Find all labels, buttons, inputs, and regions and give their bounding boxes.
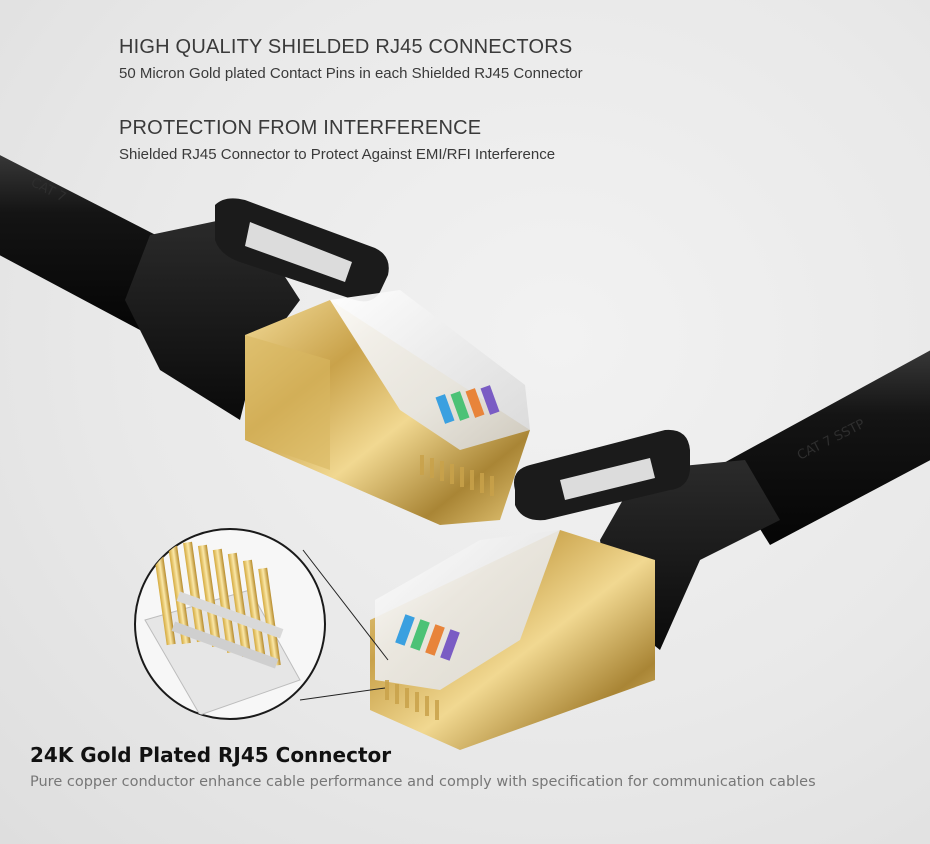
feature-heading: HIGH QUALITY SHIELDED RJ45 CONNECTORS [119,36,573,58]
feature-shielded-connectors: HIGH QUALITY SHIELDED RJ45 CONNECTORS 50… [119,36,583,82]
gold-pins [153,541,284,669]
feature-heading: PROTECTION FROM INTERFERENCE [119,117,482,139]
gold-plated-section: 24K Gold Plated RJ45 Connector Pure copp… [30,743,816,790]
feature-interference-protection: PROTECTION FROM INTERFERENCE Shielded RJ… [119,117,555,163]
gold-section-title: 24K Gold Plated RJ45 Connector [30,743,392,767]
lower-rj45-connector [370,429,780,750]
upper-rj45-connector [125,198,530,525]
lower-cable: CAT 7 SSTP [720,350,930,545]
gold-pin-magnifier [134,528,326,720]
callout-lines [299,549,389,701]
feature-subtext: 50 Micron Gold plated Contact Pins in ea… [119,65,583,82]
feature-subtext: Shielded RJ45 Connector to Protect Again… [119,146,556,163]
gold-section-subtitle: Pure copper conductor enhance cable perf… [30,774,816,790]
